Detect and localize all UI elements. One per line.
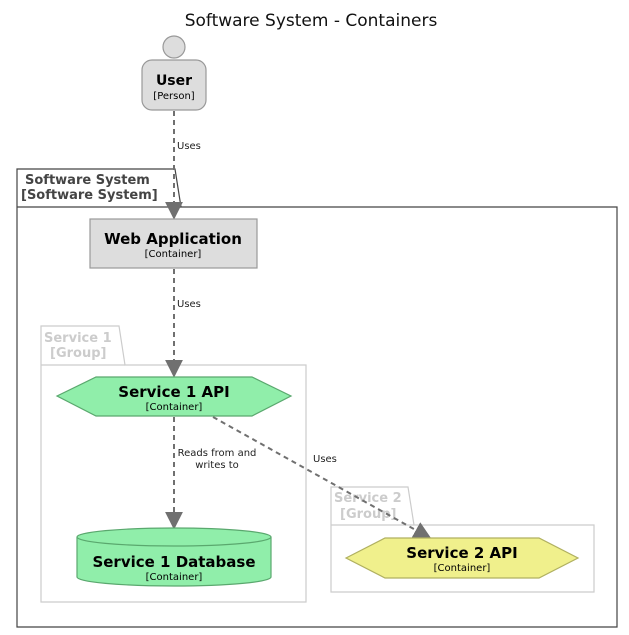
web-app-type: [Container] xyxy=(145,249,202,260)
edge-api1-to-db: Reads from and writes to xyxy=(165,417,257,530)
boundary-name: Software System xyxy=(25,173,150,188)
edge-web-to-api1: Uses xyxy=(165,269,201,378)
group-service-2[interactable]: Service 2 [Group] xyxy=(330,486,595,593)
group1-type: [Group] xyxy=(50,346,106,361)
container-service-1-database[interactable]: Service 1 Database [Container] xyxy=(76,527,272,587)
diagram-title: Software System - Containers xyxy=(185,11,438,31)
web-app-name: Web Application xyxy=(104,230,242,248)
person-icon xyxy=(162,35,186,59)
service1-db-type: [Container] xyxy=(146,572,203,583)
service1-api-name: Service 1 API xyxy=(118,383,229,401)
group2-name: Service 2 xyxy=(334,491,402,506)
container-service-2-api[interactable]: Service 2 API [Container] xyxy=(344,537,580,579)
group-service-1[interactable]: Service 1 [Group] xyxy=(40,325,307,603)
container-service-1-api[interactable]: Service 1 API [Container] xyxy=(55,376,293,417)
service1-api-type: [Container] xyxy=(146,402,203,413)
edge-label-api1-db-line1: Reads from and xyxy=(178,448,257,459)
person-name: User xyxy=(156,73,192,89)
service1-db-name: Service 1 Database xyxy=(92,553,255,571)
boundary-type: [Software System] xyxy=(21,188,158,203)
software-system-boundary[interactable]: Software System [Software System] xyxy=(16,168,618,628)
edge-api1-to-api2: Uses xyxy=(212,416,432,539)
edge-label-user-web: Uses xyxy=(177,141,201,152)
edge-label-web-api1: Uses xyxy=(177,299,201,310)
service2-api-name: Service 2 API xyxy=(406,544,517,562)
person-user[interactable]: User [Person] xyxy=(141,35,207,111)
edge-user-to-web: Uses xyxy=(165,111,201,220)
person-type: [Person] xyxy=(153,91,195,102)
service2-api-type: [Container] xyxy=(434,563,491,574)
edge-label-api1-db-line2: writes to xyxy=(195,460,239,471)
container-web-application[interactable]: Web Application [Container] xyxy=(89,218,258,269)
group1-name: Service 1 xyxy=(44,331,112,346)
edge-label-api1-api2: Uses xyxy=(313,454,337,465)
